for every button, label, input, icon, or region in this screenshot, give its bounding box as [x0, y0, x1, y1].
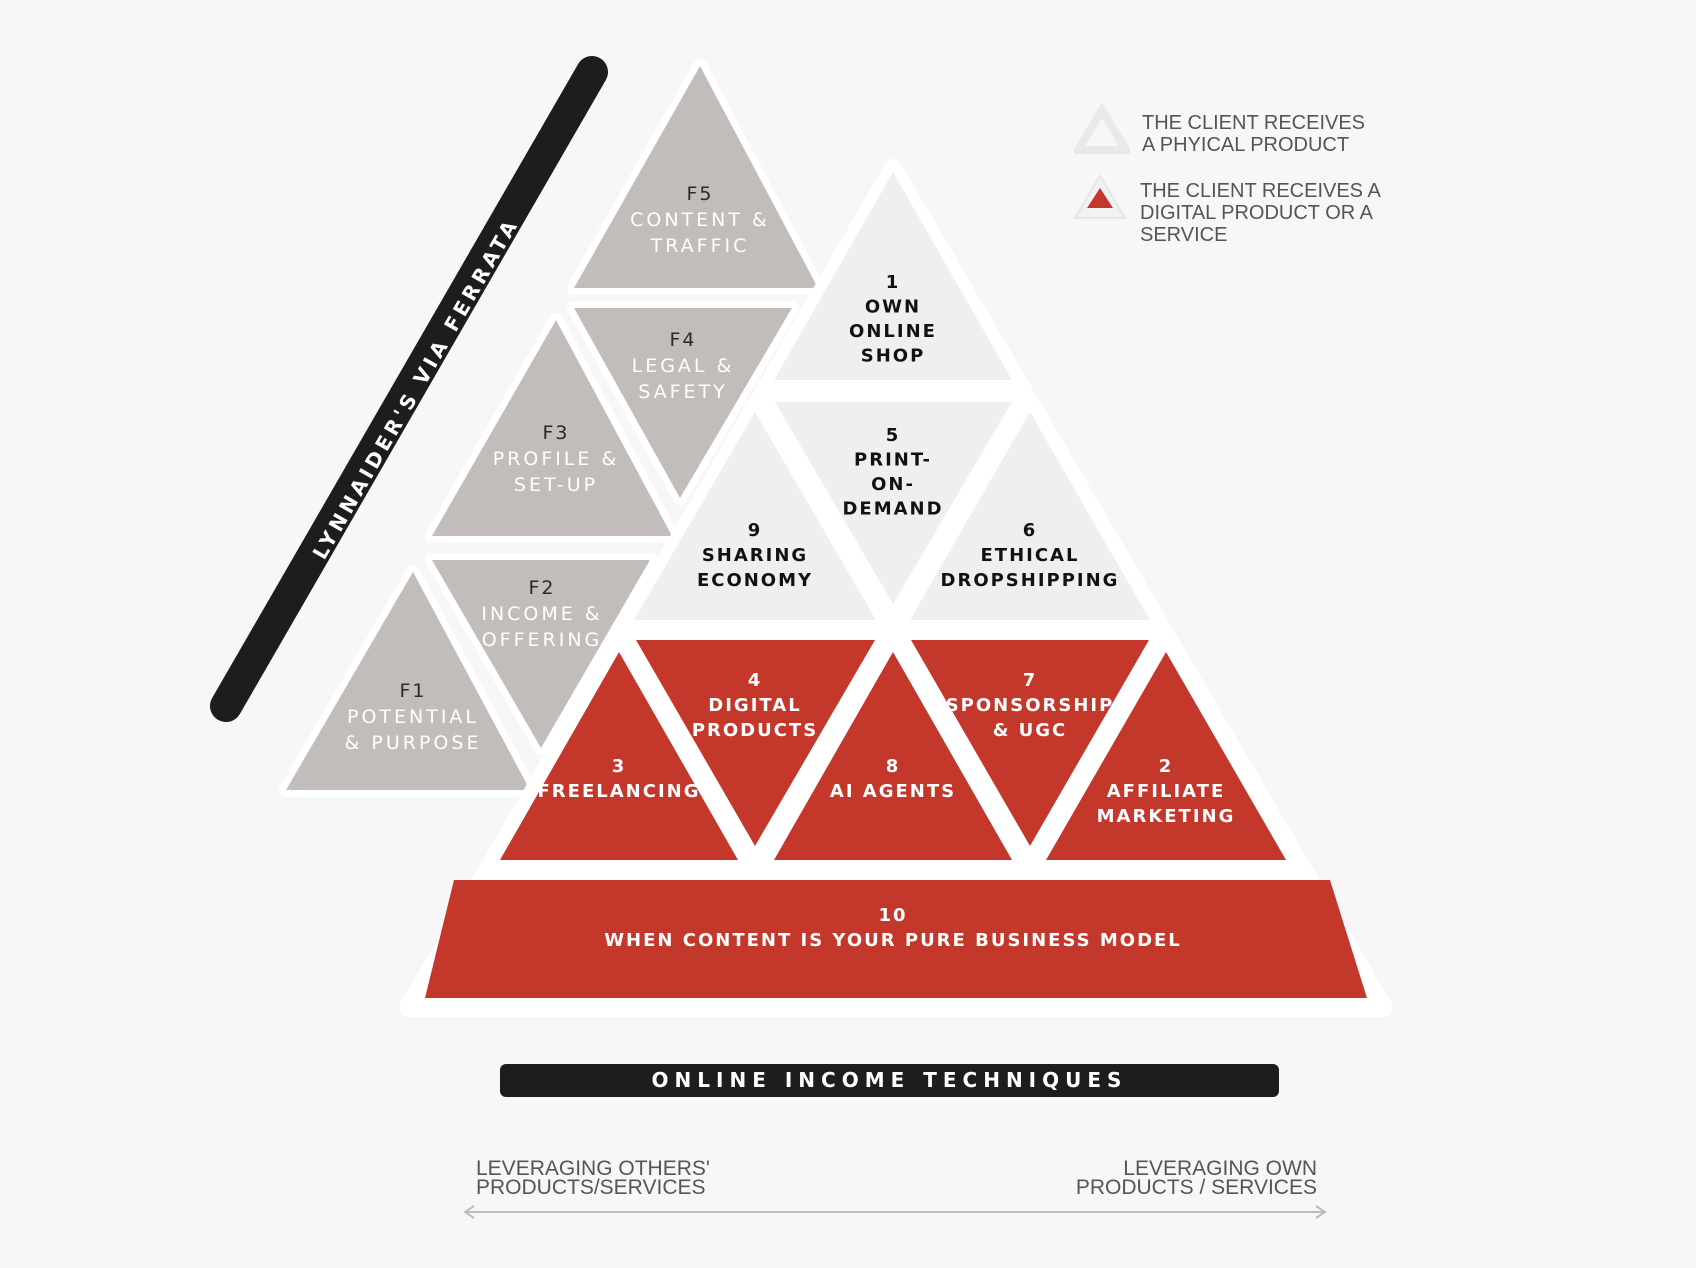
- foundation-id-f5: F5: [686, 183, 713, 205]
- foundation-shape-f4: [574, 308, 792, 498]
- legend-physical-line-2: A PHYICAL PRODUCT: [1142, 134, 1350, 156]
- red-triangle-icon: [1073, 174, 1127, 219]
- technique-label-4-line-2: PRODUCTS: [692, 720, 818, 741]
- online-income-techniques-bar: ONLINE INCOME TECHNIQUES: [500, 1064, 1279, 1097]
- technique-label-1-line-1: OWN: [865, 297, 921, 318]
- technique-label-1-line-2: ONLINE: [849, 321, 937, 342]
- technique-shape-7: [911, 640, 1149, 846]
- technique-label-5-line-2: ON-: [871, 474, 915, 495]
- technique-label-2-line-1: AFFILIATE: [1107, 781, 1226, 802]
- legend-digital-line-3: SERVICE: [1140, 224, 1228, 246]
- technique-label-5-line-3: DEMAND: [842, 499, 943, 520]
- technique-shape-5: [775, 402, 1012, 604]
- technique-number-8: 8: [886, 756, 901, 777]
- foundation-id-f1: F1: [399, 680, 426, 702]
- technique-shape-2: [1046, 652, 1286, 860]
- technique-number-4: 4: [748, 670, 763, 691]
- technique-8: 8 AI AGENTS: [774, 652, 1012, 860]
- foundation-label-f2-line-2: OFFERING: [482, 629, 603, 651]
- legend-digital-line-2: DIGITAL PRODUCT OR A: [1140, 202, 1373, 224]
- technique-label-6-line-2: DROPSHIPPING: [941, 570, 1120, 591]
- technique-label-9-line-2: ECONOMY: [697, 570, 813, 591]
- foundation-shape-f5: [574, 66, 818, 288]
- foundation-label-f4-line-1: LEGAL &: [632, 355, 735, 377]
- technique-shape-1: [774, 172, 1012, 380]
- technique-shape-6: [910, 412, 1150, 620]
- foundation-id-f2: F2: [528, 577, 555, 599]
- technique-label-8-line-1: AI AGENTS: [830, 781, 956, 802]
- technique-label-10-line-1: WHEN CONTENT IS YOUR PURE BUSINESS MODEL: [604, 930, 1182, 951]
- axis-left-label: LEVERAGING OTHERS' PRODUCTS/SERVICES: [476, 1157, 710, 1199]
- legend-physical-line-1: THE CLIENT RECEIVES: [1142, 112, 1366, 134]
- foundation-label-f3-line-2: SET-UP: [514, 474, 598, 496]
- technique-label-1-line-3: SHOP: [861, 346, 926, 367]
- foundation-id-f4: F4: [669, 329, 696, 351]
- axis-left-line-1: LEVERAGING OTHERS': [476, 1157, 710, 1180]
- technique-label-7-line-2: & UGC: [993, 720, 1068, 741]
- technique-label-7-line-1: SPONSORSHIP: [946, 695, 1115, 716]
- foundation-label-f5-line-1: CONTENT &: [630, 209, 770, 231]
- axis-left-line-2: PRODUCTS/SERVICES: [476, 1176, 706, 1199]
- technique-label-5-line-1: PRINT-: [854, 450, 932, 471]
- legend-digital-text: THE CLIENT RECEIVES A DIGITAL PRODUCT OR…: [1140, 180, 1381, 246]
- technique-number-3: 3: [612, 756, 627, 777]
- technique-number-6: 6: [1023, 520, 1038, 541]
- technique-label-2-line-2: MARKETING: [1097, 806, 1236, 827]
- technique-label-3-line-1: FREELANCING: [538, 781, 701, 802]
- foundation-label-f4-line-2: SAFETY: [638, 381, 728, 403]
- technique-number-2: 2: [1159, 756, 1174, 777]
- foundation-label-f3-line-1: PROFILE &: [493, 448, 620, 470]
- axis-right-line-2: PRODUCTS / SERVICES: [1075, 1176, 1317, 1199]
- double-arrow-line: [463, 1205, 1327, 1219]
- via-ferrata-bar-shape: [210, 56, 608, 722]
- technique-number-7: 7: [1023, 670, 1038, 691]
- technique-label-6-line-1: ETHICAL: [981, 545, 1080, 566]
- technique-shape-4: [636, 640, 875, 846]
- foundation-shape-f2: [432, 560, 650, 748]
- foundation-label-f1-line-1: POTENTIAL: [347, 706, 479, 728]
- technique-number-1: 1: [886, 272, 901, 293]
- foundation-label-f2-line-1: INCOME &: [481, 603, 602, 625]
- axis-right-label: LEVERAGING OWN PRODUCTS / SERVICES: [1060, 1157, 1317, 1199]
- technique-shape-8: [774, 652, 1012, 860]
- technique-shape-3: [500, 652, 738, 860]
- technique-number-5: 5: [886, 425, 901, 446]
- foundation-id-f3: F3: [542, 422, 569, 444]
- outline-triangle-icon: [1074, 104, 1130, 154]
- foundation-shape-f3: [432, 320, 672, 536]
- technique-number-10: 10: [878, 905, 907, 926]
- legend-digital-line-1: THE CLIENT RECEIVES A: [1140, 180, 1381, 202]
- legend-physical-text: THE CLIENT RECEIVES A PHYICAL PRODUCT: [1142, 112, 1365, 156]
- foundation-label-f5-line-2: TRAFFIC: [650, 235, 750, 257]
- technique-label-9-line-1: SHARING: [702, 545, 808, 566]
- technique-label-4-line-1: DIGITAL: [708, 695, 801, 716]
- foundation-label-f1-line-2: & PURPOSE: [345, 732, 482, 754]
- technique-shape-9: [634, 412, 876, 620]
- foundation-shape-f1: [286, 572, 530, 790]
- technique-number-9: 9: [748, 520, 763, 541]
- axis-right-line-1: LEVERAGING OWN: [1123, 1157, 1317, 1180]
- technique-shape-10: [425, 880, 1367, 998]
